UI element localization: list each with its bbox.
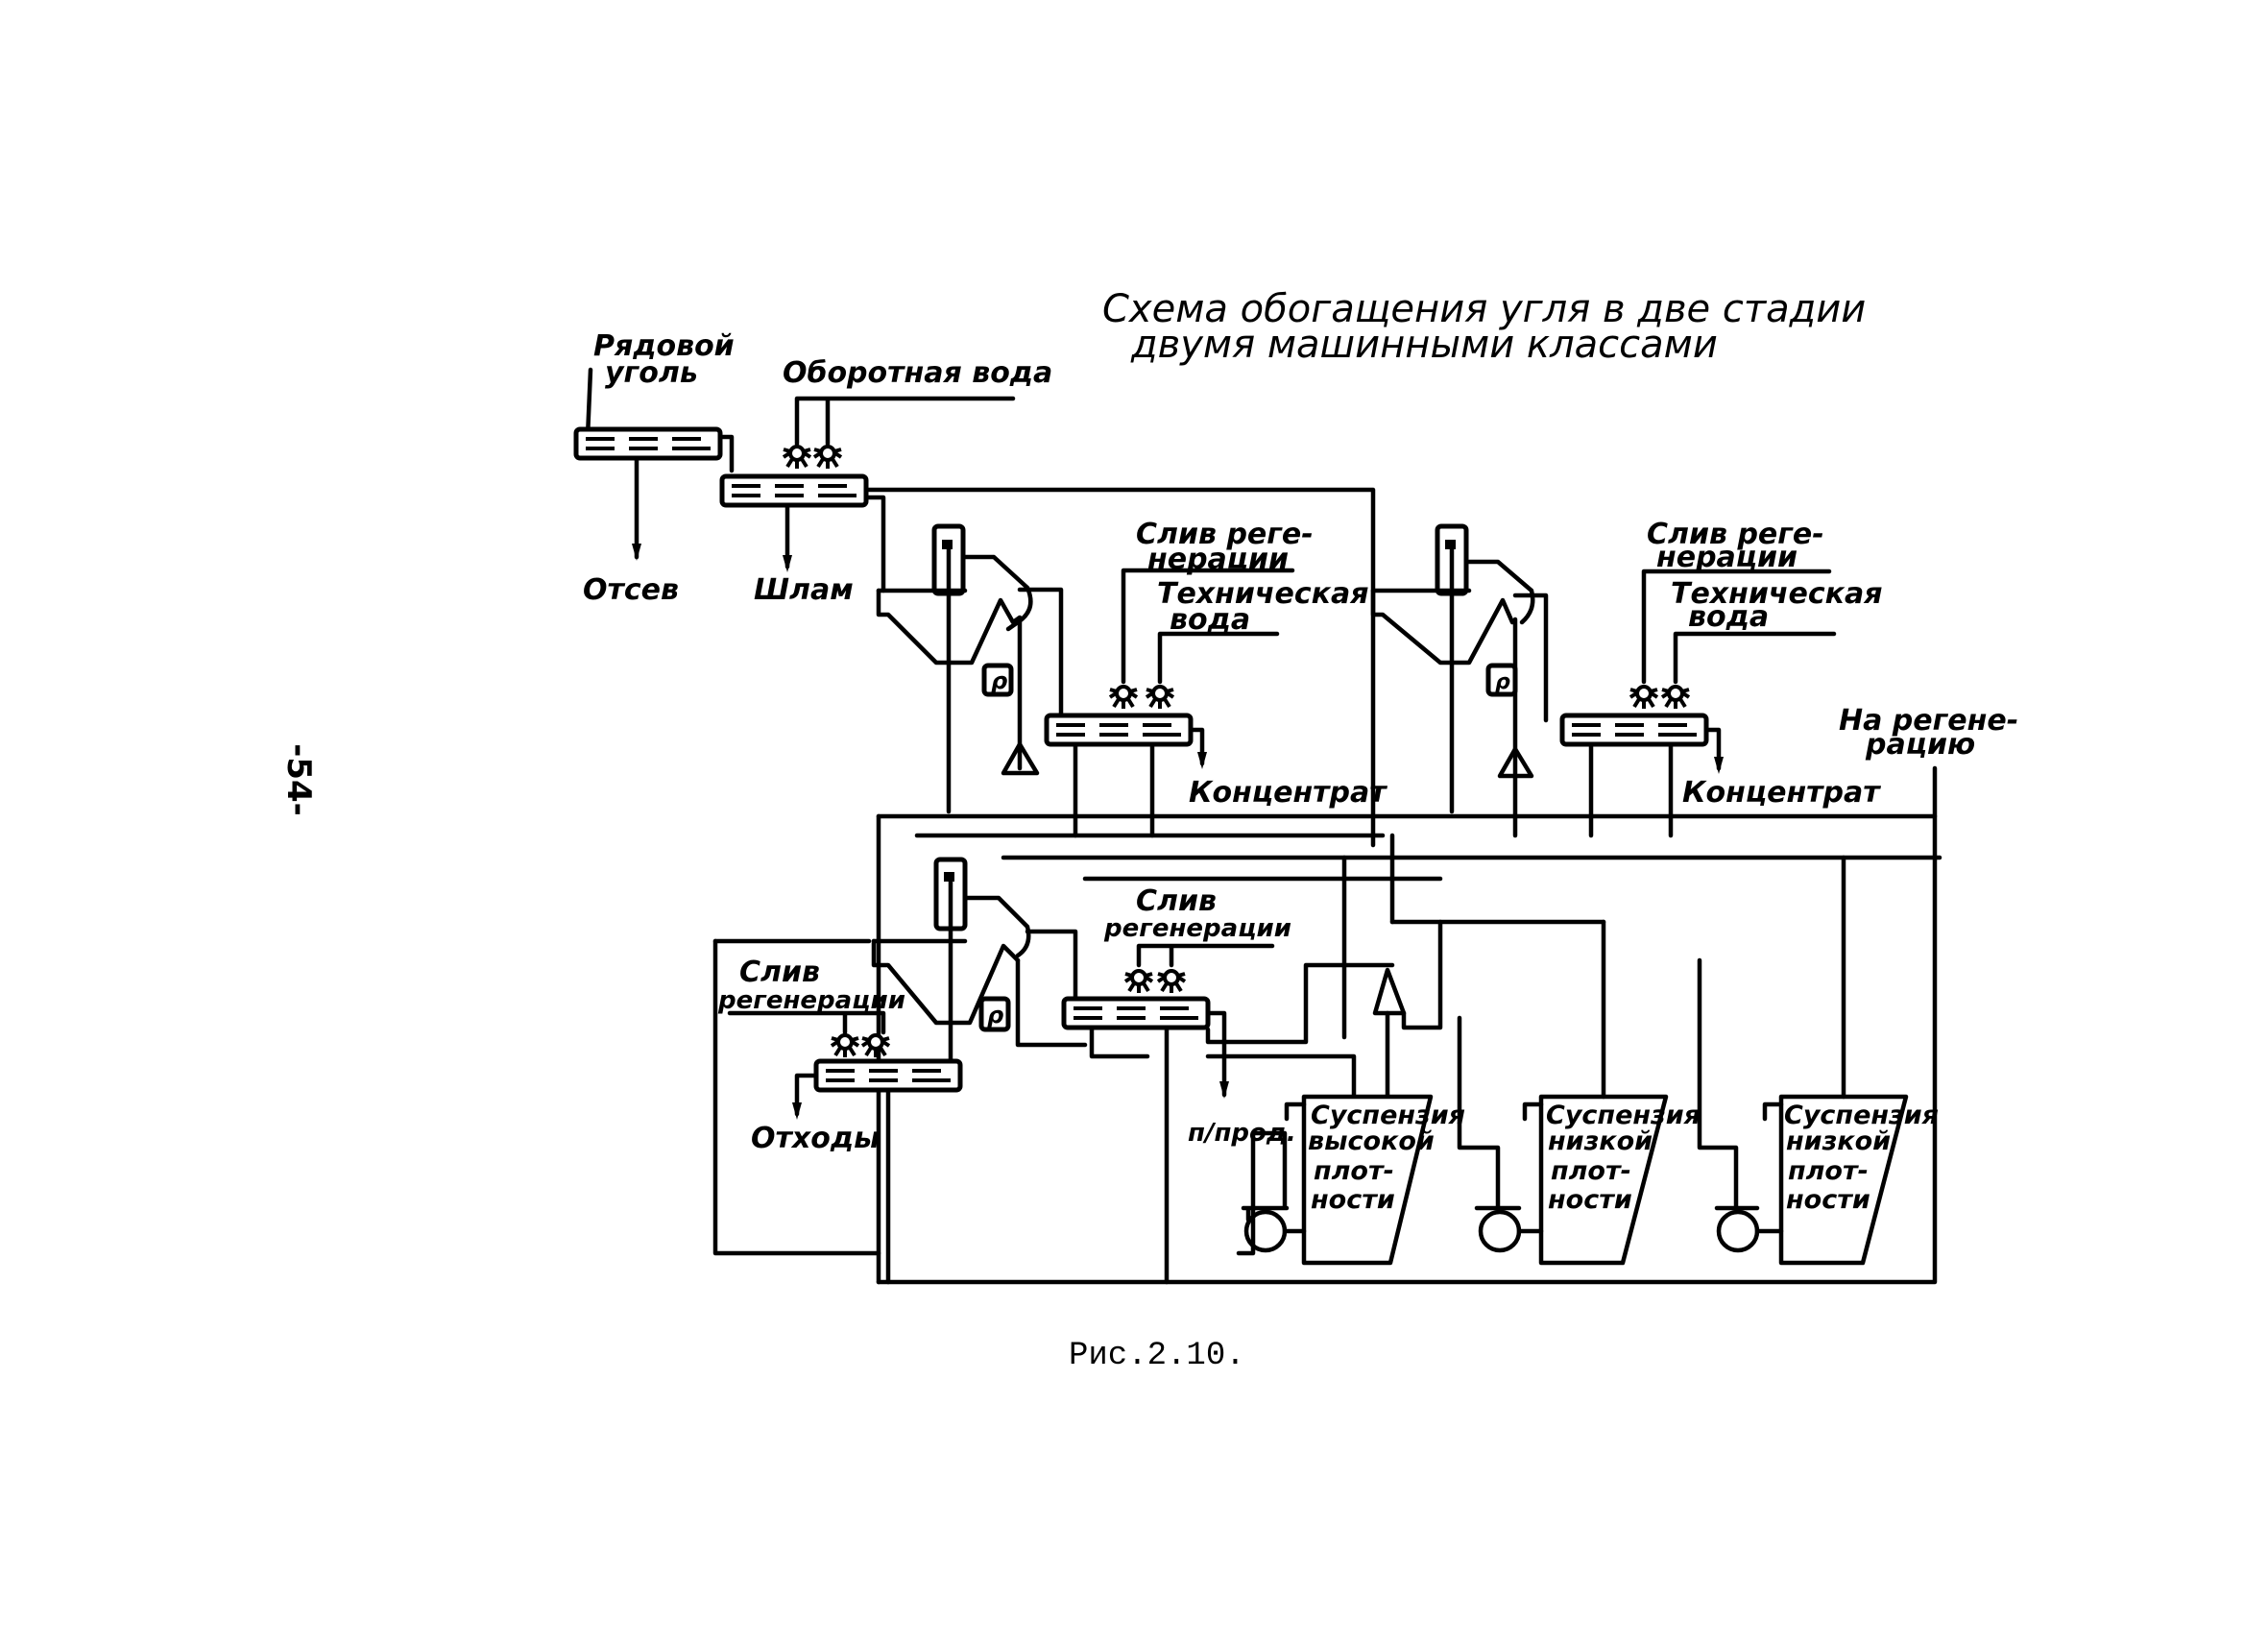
tech-water-2-label-a: Техническая [1671, 577, 1883, 611]
rinse-screen-2 [1562, 569, 1837, 838]
regen-overflow-2-label-b: нерации [1656, 541, 1798, 574]
hm-separator-3: ρ [712, 857, 1088, 1256]
splitter [1372, 967, 1407, 1016]
tank-1-line-1: Суспензия [1311, 1101, 1465, 1130]
drain-screen-waste [727, 1010, 960, 1285]
tech-water-2-label-b: вода [1688, 600, 1769, 634]
tank-low-density-2 [1697, 855, 1909, 1266]
tank-3-line-1: Суспензия [1784, 1101, 1939, 1130]
regen-overflow-3-label-b: регенерации [717, 986, 905, 1015]
concentrate-2-label: Концентрат [1682, 776, 1881, 810]
tank-2-line-4: ности [1548, 1185, 1632, 1215]
tank-3-line-4: ности [1786, 1185, 1870, 1215]
slime-label: Шлам [754, 573, 854, 607]
rinse-screen-1 [1047, 568, 1295, 838]
regen-overflow-1-label-a: Слив реге- [1136, 518, 1314, 551]
tank-1-line-3: плот- [1314, 1156, 1394, 1186]
regen-overflow-4-label-a: Слив [1136, 884, 1217, 918]
raw-coal-label-2: уголь [605, 356, 698, 390]
tank-2-line-3: плот- [1551, 1156, 1631, 1186]
tank-1-line-2: высокой [1308, 1126, 1435, 1156]
waste-label: Отходы [751, 1122, 880, 1155]
recycled-water-label: Оборотная вода [783, 356, 1052, 390]
tank-low-density-1 [1457, 919, 1669, 1266]
screenings-label: Отсев [583, 573, 679, 607]
tank-high-density [1236, 1094, 1434, 1266]
tech-water-1-label-a: Техническая [1157, 577, 1369, 611]
tank-2-line-1: Суспензия [1546, 1101, 1701, 1130]
tank-3-line-2: низкой [1786, 1126, 1891, 1156]
page-number: -54- [279, 743, 318, 816]
density-gauge-symbol-3: ρ [987, 1002, 1003, 1029]
desliming-screen [722, 396, 1376, 848]
collector-pipes [876, 765, 1942, 1285]
rinse-screen-3 [1064, 943, 1395, 1285]
tank-1-line-4: ности [1311, 1185, 1395, 1215]
hm-separator-2: ρ [1370, 523, 1549, 838]
tank-2-line-2: низкой [1548, 1126, 1653, 1156]
to-regeneration-label-1: На регене- [1839, 704, 2018, 738]
density-gauge-symbol: ρ [991, 667, 1007, 694]
tech-water-1-label-b: вода [1170, 603, 1250, 637]
density-gauge-symbol-2: ρ [1495, 670, 1510, 694]
figure-caption: Рис.2.10. [1069, 1338, 1245, 1374]
concentrate-1-label: Концентрат [1189, 776, 1387, 810]
to-regeneration-label-2: рацию [1865, 728, 1975, 762]
diagram-title-line-1: Схема обогащения угля в две стадии [1102, 287, 1866, 331]
raw-coal-label-1: Рядовой [593, 329, 735, 363]
hm-separator-1: ρ [876, 523, 1064, 814]
raw-coal-screen [576, 367, 735, 561]
regen-overflow-2-label-a: Слив реге- [1647, 518, 1824, 551]
regen-overflow-1-label-b: нерации [1147, 543, 1289, 576]
tank-3-line-3: плот- [1788, 1156, 1869, 1186]
regen-overflow-4-label-b: регенерации [1103, 914, 1291, 943]
diagram-title-line-2: двумя машинными классами [1130, 323, 1718, 367]
regen-overflow-3-label-a: Слив [739, 956, 820, 989]
